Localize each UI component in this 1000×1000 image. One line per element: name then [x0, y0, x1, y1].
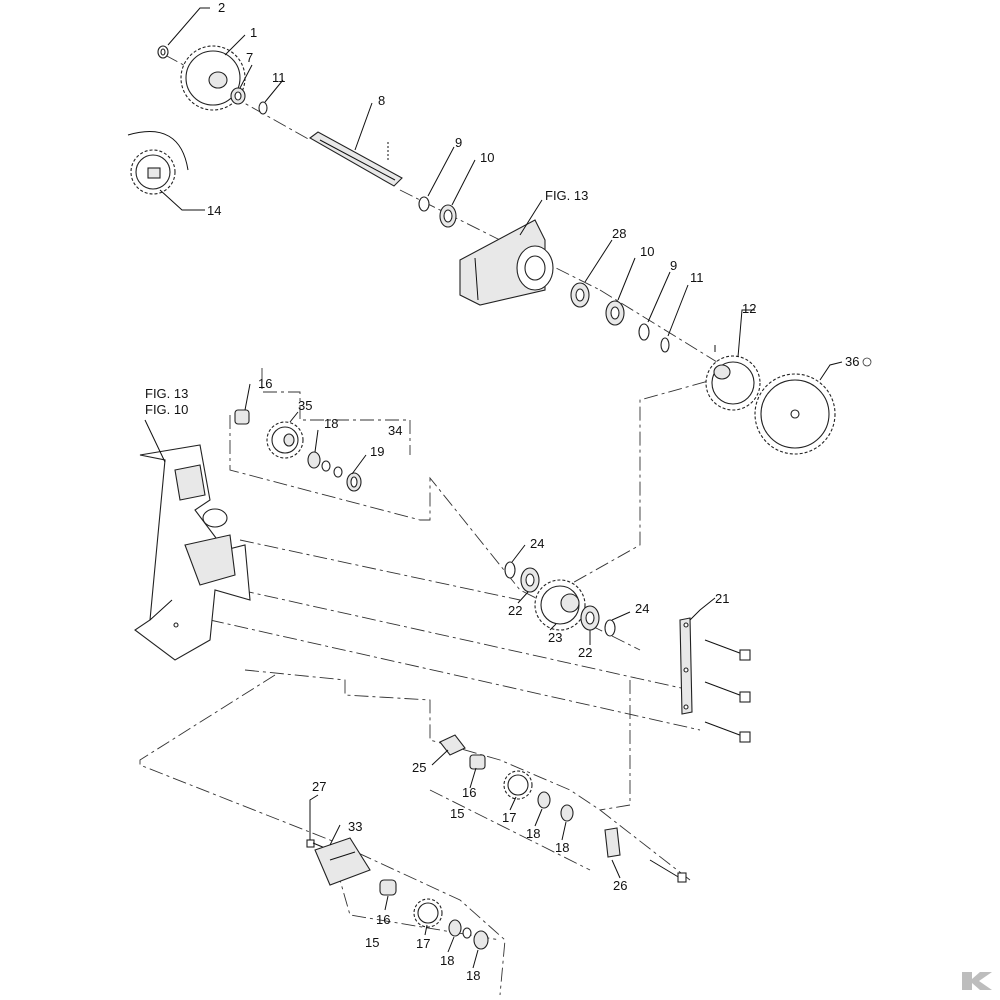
callout-16-lower: 16: [376, 912, 390, 927]
callout-10-lower: 10: [640, 244, 654, 259]
bushing-16-lower[interactable]: [379, 879, 397, 896]
double-sprocket-12[interactable]: [705, 345, 761, 411]
double-sprocket-23[interactable]: [534, 579, 586, 631]
washer-9-lower[interactable]: [638, 323, 650, 341]
bushing-16-upper[interactable]: [234, 409, 250, 425]
drive-shaft-8[interactable]: [309, 131, 403, 187]
callout-22-left: 22: [508, 603, 522, 618]
sprocket-17-lower[interactable]: [413, 898, 443, 928]
callout-2: 2: [218, 0, 225, 15]
bushing-16-middle[interactable]: [469, 754, 486, 770]
sprocket-36[interactable]: [754, 373, 836, 455]
callout-16-middle: 16: [462, 785, 476, 800]
bearing-22-right[interactable]: [580, 605, 600, 631]
callout-24-left: 24: [530, 536, 544, 551]
callout-28: 28: [612, 226, 626, 241]
callout-15-lower: 15: [365, 935, 379, 950]
callout-9-lower: 9: [670, 258, 677, 273]
assembly-axis-lines: [139, 54, 731, 996]
drive-sprocket-1[interactable]: [180, 45, 246, 111]
callout-21: 21: [715, 591, 729, 606]
callout-18-lower-a: 18: [440, 953, 454, 968]
snap-ring-11-lower[interactable]: [660, 337, 670, 353]
brand-logo-icon: [962, 972, 992, 990]
bearing-10-lower[interactable]: [605, 300, 625, 326]
callout-17-middle: 17: [502, 810, 516, 825]
bolts-21[interactable]: [704, 639, 751, 743]
frame-bracket[interactable]: [134, 444, 251, 661]
callout-10-upper: 10: [480, 150, 494, 165]
callout-19: 19: [370, 444, 384, 459]
callout-16-upper: 16: [258, 376, 272, 391]
callout-labels: 2 1 7 11 8 14 9 10 FIG. 13 28 10 9 11 12…: [145, 0, 872, 983]
sprocket-35[interactable]: [266, 421, 304, 459]
spacer-7[interactable]: [230, 87, 246, 105]
bearing-28[interactable]: [570, 282, 590, 308]
callout-36-ring: [862, 357, 872, 367]
callout-24-right: 24: [635, 601, 649, 616]
callout-9-upper: 9: [455, 135, 462, 150]
callout-1: 1: [250, 25, 257, 40]
callout-11-upper: 11: [272, 70, 286, 85]
callout-fig-13-lower: FIG. 13: [145, 386, 188, 401]
mount-plate-33[interactable]: [314, 837, 371, 886]
callout-fig-13-upper: FIG. 13: [545, 188, 588, 203]
snap-ring-2[interactable]: [157, 45, 169, 59]
bearing-10-upper[interactable]: [439, 204, 457, 228]
callout-8: 8: [378, 93, 385, 108]
snap-ring-24-right[interactable]: [604, 619, 616, 637]
callout-22-right: 22: [578, 645, 592, 660]
drive-sprocket-14[interactable]: [127, 131, 189, 195]
bearing-19[interactable]: [346, 472, 362, 492]
bearing-housing-fig13[interactable]: [459, 219, 554, 306]
callout-18-upper: 18: [324, 416, 338, 431]
callout-15-middle: 15: [450, 806, 464, 821]
callout-18-middle-b: 18: [555, 840, 569, 855]
callout-17-lower: 17: [416, 936, 430, 951]
callout-18-lower-b: 18: [466, 968, 480, 983]
callout-25: 25: [412, 760, 426, 775]
bearings-18-middle[interactable]: [537, 791, 574, 822]
callout-fig-10: FIG. 10: [145, 402, 188, 417]
callout-18-middle-a: 18: [526, 826, 540, 841]
block-25[interactable]: [439, 734, 466, 756]
callout-14: 14: [207, 203, 221, 218]
plate-21[interactable]: [679, 617, 693, 715]
callout-7: 7: [246, 50, 253, 65]
snap-ring-24-left[interactable]: [504, 561, 516, 579]
callout-34: 34: [388, 423, 402, 438]
washer-9-upper[interactable]: [418, 196, 430, 212]
callout-23: 23: [548, 630, 562, 645]
snap-ring-11-upper[interactable]: [258, 101, 268, 115]
callout-35: 35: [298, 398, 312, 413]
callout-36: 36: [845, 354, 859, 369]
callout-27: 27: [312, 779, 326, 794]
callout-12: 12: [742, 301, 756, 316]
bearings-18-lower[interactable]: [448, 919, 489, 950]
bracket-26[interactable]: [604, 827, 687, 883]
bearing-18-upper[interactable]: [307, 451, 343, 478]
bolt-27[interactable]: [306, 839, 326, 849]
callout-11-lower: 11: [690, 270, 704, 285]
leader-lines: [144, 7, 843, 969]
sprocket-17-middle[interactable]: [503, 770, 533, 800]
bearing-22-left[interactable]: [520, 567, 540, 593]
callout-26: 26: [613, 878, 627, 893]
callout-33: 33: [348, 819, 362, 834]
